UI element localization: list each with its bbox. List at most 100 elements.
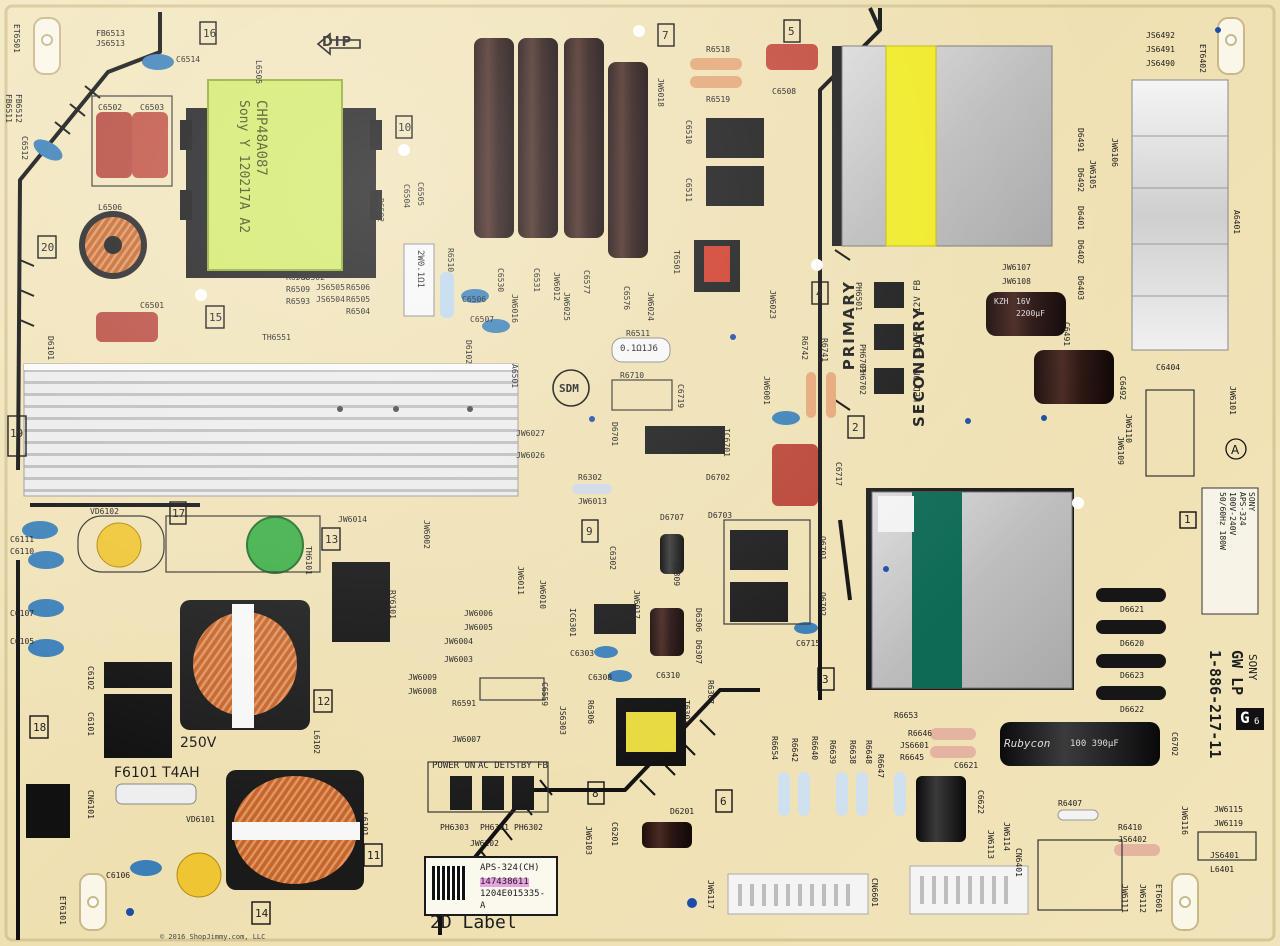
ref-l6506: L6506 [98, 203, 123, 212]
ref-r6591: R6591 [452, 699, 477, 708]
corner-num-8: 8 [592, 787, 599, 800]
corner-num-9: 9 [586, 525, 593, 538]
ref-r6508: R6508 [286, 273, 311, 282]
corner-num-19: 19 [10, 427, 24, 440]
ref-r6648: R6648 [864, 740, 873, 765]
ref-r6653: R6653 [894, 711, 919, 720]
ref-cn6401: CN6401 [1014, 848, 1023, 877]
transformer-code: CHP48A087 [253, 100, 269, 176]
ref-jw6014: JW6014 [338, 515, 367, 524]
ref-c6511: C6511 [684, 178, 693, 203]
ref-l6102: L6102 [312, 730, 321, 755]
ref-jw6023: JW6023 [768, 290, 777, 319]
ref-c6508: C6508 [772, 87, 797, 96]
ref-c6309: C6309 [672, 562, 681, 587]
ref-jw6109: JW6109 [1116, 436, 1125, 465]
sticker-model: APS-324(CH) [480, 863, 540, 873]
ref-jw6025: JW6025 [562, 292, 571, 321]
ref-c6621: C6621 [954, 761, 979, 770]
ref-js6513: JS6513 [96, 39, 125, 48]
secondary-label: SECONDARY [910, 306, 928, 428]
ref-jw6113: JW6113 [986, 830, 995, 859]
ref-l6505: L6505 [254, 60, 263, 85]
ref-jw6001: JW6001 [762, 376, 771, 405]
ref-r6509: R6509 [286, 285, 311, 294]
ref-ic6701: IC6701 [722, 428, 731, 457]
corner-num-20: 20 [41, 241, 55, 254]
ref-d6307: D6307 [694, 640, 703, 665]
ref-cn6601: CN6601 [870, 878, 879, 907]
ref-jw6103: JW6103 [584, 826, 593, 855]
ref-jw6007: JW6007 [452, 735, 481, 744]
ref-jw6005: JW6005 [464, 623, 493, 632]
ref-r6504: R6504 [346, 307, 371, 316]
ref-c6510: C6510 [684, 120, 693, 145]
rating-brand: SONY [1247, 492, 1256, 512]
ref-r6645: R6645 [900, 753, 925, 762]
ref-jw6114: JW6114 [1002, 822, 1011, 851]
ref-jw6003: JW6003 [444, 655, 473, 664]
ref-c6576: C6576 [622, 286, 631, 311]
ref-jw6024: JW6024 [646, 292, 655, 321]
ref-c6717: C6717 [834, 462, 843, 487]
ref-d6621: D6621 [1120, 605, 1145, 614]
ref-a6401: A6401 [1232, 210, 1241, 235]
ref-d6623: D6623 [1120, 671, 1145, 680]
ref-c6107: C6107 [10, 609, 35, 618]
ref-jw6004: JW6004 [444, 637, 473, 646]
ref-d6402: D6402 [1076, 240, 1085, 265]
ref-jw6008: JW6008 [408, 687, 437, 696]
ref-jw6006: JW6006 [464, 609, 493, 618]
fuse-rating: 250V [180, 735, 217, 751]
ref-jw6018: JW6018 [656, 78, 665, 107]
ref-jw6026: JW6026 [516, 451, 545, 460]
ref-l6101: L6101 [360, 812, 369, 837]
ref-r6519: R6519 [706, 95, 731, 104]
ref-c6577: C6577 [582, 270, 591, 295]
ref-r6511: R6511 [626, 329, 651, 338]
ref-r6639: R6639 [828, 740, 837, 765]
transformer-date: Sony Y 120217A A2 [236, 100, 251, 234]
kzh-voltage: 16V [1016, 297, 1031, 306]
ref-t6301: T6301 [682, 700, 691, 725]
ref-c6102: C6102 [86, 666, 95, 691]
ref-c6512: C6512 [20, 136, 29, 161]
ref-c6505: C6505 [416, 182, 425, 207]
ref-c6491: C6491 [1062, 322, 1071, 347]
corner-num-1: 1 [1184, 513, 1191, 526]
ref-fb6511: FB6511 [4, 94, 13, 123]
ref-jw6016: JW6016 [510, 294, 519, 323]
ref-fb6513: FB6513 [96, 29, 125, 38]
ref-jw6013: JW6013 [578, 497, 607, 506]
ref-c6303: C6303 [570, 649, 595, 658]
ref-c6302: C6302 [608, 546, 617, 571]
dip-marking: DIP [322, 35, 354, 50]
ref-et6402: ET6402 [1198, 44, 1207, 73]
ref-d6707: D6707 [660, 513, 685, 522]
ref-ph6302: PH6302 [514, 823, 543, 832]
ref-js6504: JS6504 [316, 295, 345, 304]
ref-r6410: R6410 [1118, 823, 1143, 832]
ref-jw6101: JW6101 [1228, 386, 1237, 415]
ref-d6401: D6401 [1076, 206, 1085, 231]
ref-c6502: C6502 [98, 103, 123, 112]
ref-jw6117: JW6117 [706, 880, 715, 909]
grade-letter: G [1240, 708, 1250, 727]
ref-c6111: C6111 [10, 535, 35, 544]
ref-jw6119: JW6119 [1214, 819, 1243, 828]
ref-d6622: D6622 [1120, 705, 1145, 714]
ref-r6510: R6510 [446, 248, 455, 273]
ref-c6507: C6507 [470, 315, 495, 324]
ref-c6504: C6504 [402, 184, 411, 209]
ref-r6307: R6307 [706, 680, 715, 705]
ref-js6303: JS6303 [558, 706, 567, 735]
ref-c6702: C6702 [1170, 732, 1179, 757]
ref-c6201: C6201 [610, 822, 619, 847]
ref-th6101: TH6101 [304, 546, 313, 575]
ref-r6592: R6592 [376, 198, 385, 223]
ref-r6654: R6654 [770, 736, 779, 761]
ref-r6505: R6505 [346, 295, 371, 304]
ref-d6101: D6101 [46, 336, 55, 361]
ref-c6622: C6622 [976, 790, 985, 815]
